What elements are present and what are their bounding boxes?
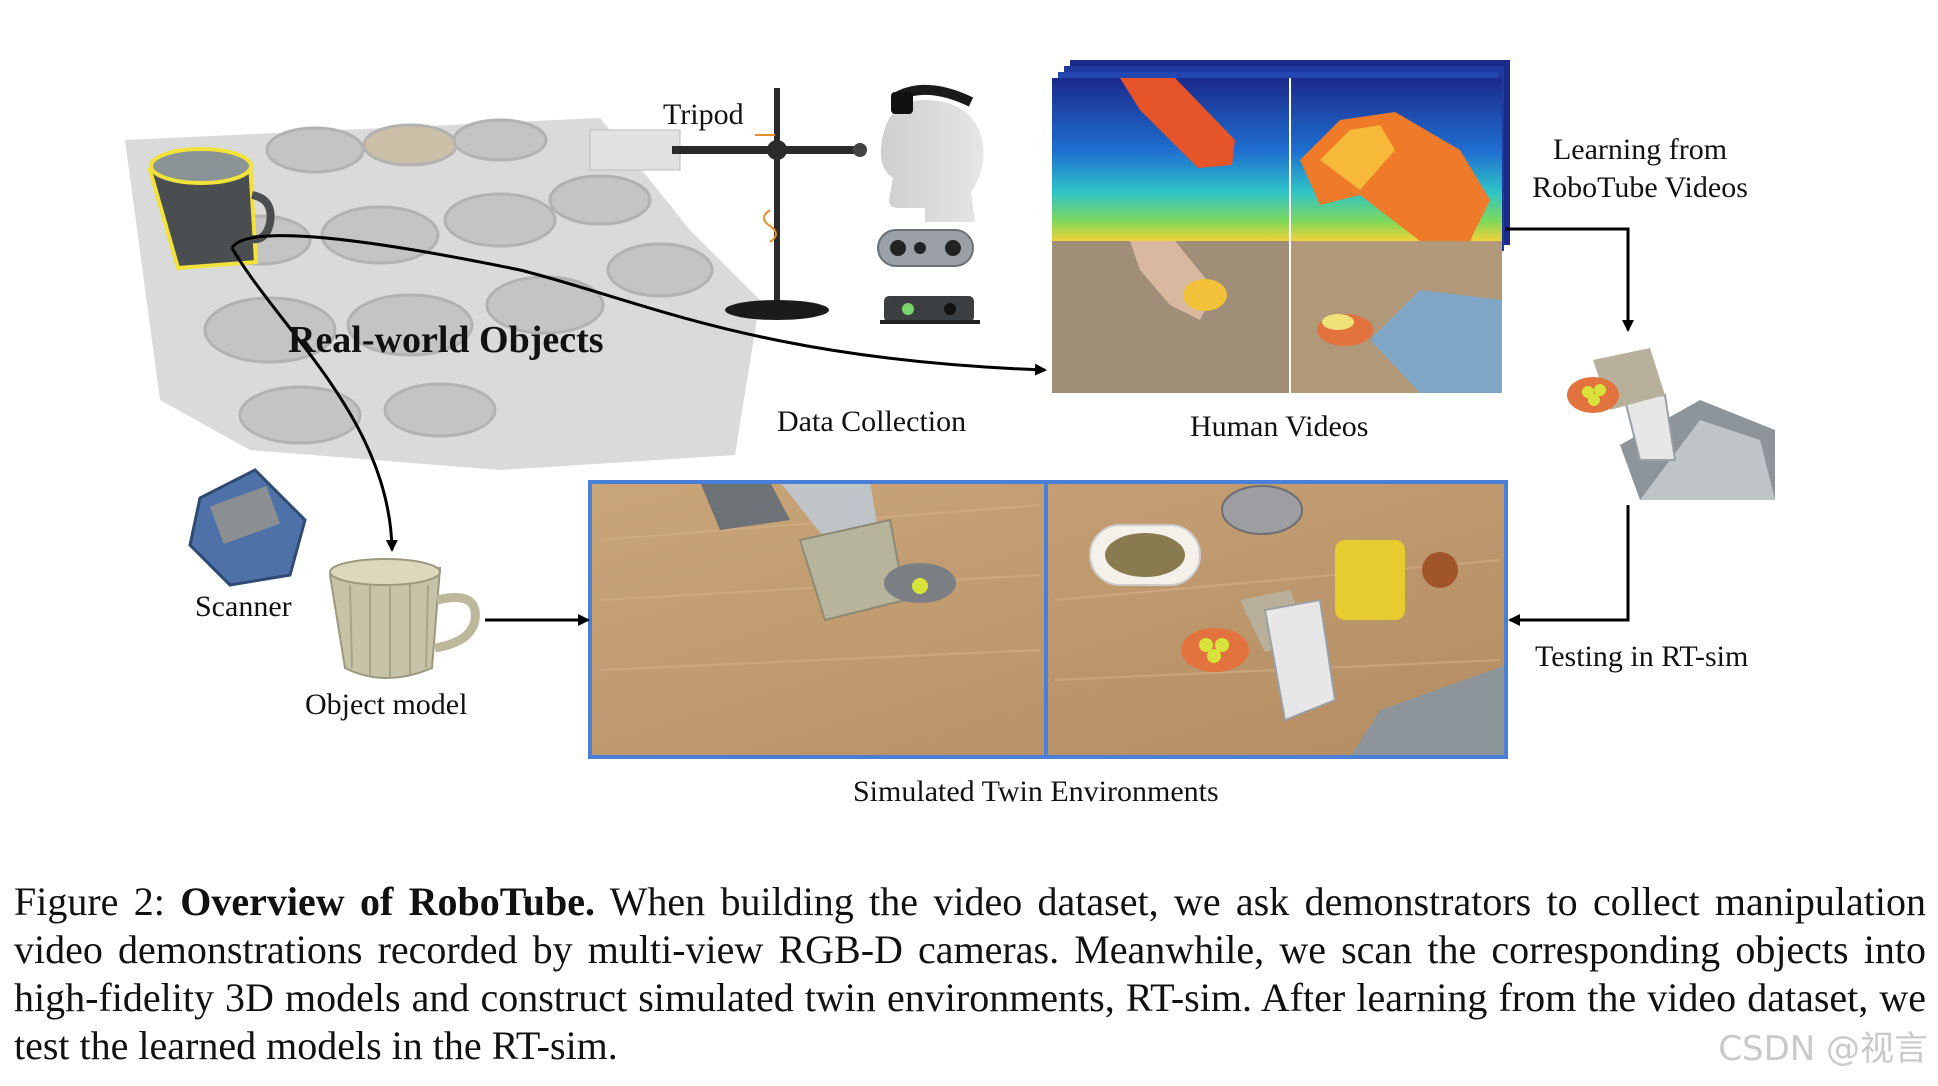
robot-arm-illustration — [1567, 348, 1775, 500]
flow-arrows — [230, 227, 1634, 626]
label-robotube-videos: RoboTube Videos — [1532, 171, 1748, 204]
rgbd-camera-bottom — [880, 296, 980, 324]
label-real-world-objects: Real-world Objects — [288, 319, 604, 361]
scanner-illustration — [188, 468, 307, 587]
figure-caption: Figure 2: Overview of RoboTube. When bui… — [14, 878, 1926, 1070]
label-data-collection: Data Collection — [777, 405, 967, 438]
human-videos-stack — [1052, 60, 1510, 393]
highlighted-mug — [147, 147, 275, 271]
arrow-mug-to-data-collection — [230, 234, 1047, 376]
simulated-twin-panel — [588, 480, 1508, 759]
real-world-mugs-photo — [125, 118, 760, 470]
object-model-mug — [328, 558, 480, 679]
arrow-mug-to-object-model — [230, 247, 398, 552]
label-tripod: Tripod — [663, 98, 744, 131]
tripod-illustration — [672, 88, 867, 320]
arrow-videos-to-learning — [1505, 227, 1634, 332]
watermark: CSDN @视言 — [1718, 1029, 1928, 1069]
head-camera-illustration — [880, 85, 984, 222]
caption-bold-title: Overview of RoboTube. — [180, 879, 595, 924]
rgbd-camera-top — [877, 229, 974, 267]
figure-illustration — [125, 60, 1775, 759]
label-learning-from: Learning from — [1552, 133, 1728, 166]
arrow-testing-to-sim — [1508, 505, 1630, 626]
caption-body: When building the video dataset, we ask … — [14, 879, 1927, 1068]
label-object-model: Object model — [305, 688, 468, 721]
label-scanner: Scanner — [195, 590, 292, 623]
label-simulated-twin-environments: Simulated Twin Environments — [853, 775, 1219, 808]
caption-figure-number: Figure 2: — [14, 879, 165, 924]
label-testing-in-rt-sim: Testing in RT-sim — [1535, 640, 1749, 673]
label-human-videos: Human Videos — [1190, 410, 1369, 443]
